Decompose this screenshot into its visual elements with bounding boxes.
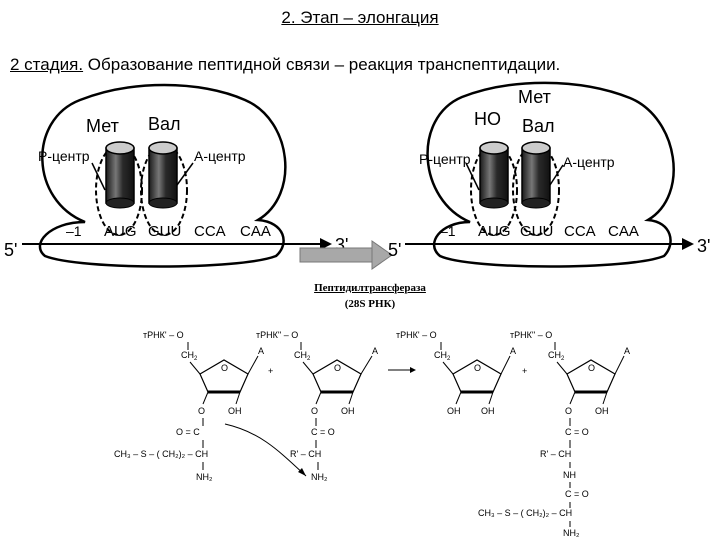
carbonyl-2: С = О [311,427,335,437]
adenine-1: А [258,346,264,356]
plus-sign-right: + [522,366,527,376]
mrna-arrow-left [320,238,332,250]
label-val-right: Вал [522,116,555,136]
trna-met-cylinder [105,141,135,209]
codon-3: CCA [194,223,226,240]
adenine-4: А [624,346,630,356]
r-prime-ch: R' – CH [290,449,321,459]
svg-text:О: О [565,406,572,416]
codon-2: GUU [148,223,181,240]
five-prime-left: 5' [4,240,17,260]
a-center-pointer-right [549,164,564,186]
molecule-deacylated-trna: тРНК' – О CH2 О А ОН ОН [396,330,516,416]
carbonyl-4a: С = О [565,427,589,437]
r-prime-ch-right: R' – CH [540,449,571,459]
svg-text:CH2: CH2 [548,350,565,362]
adenine-2: А [372,346,378,356]
transition-arrow [299,240,393,270]
five-prime-right: 5' [388,240,401,260]
svg-text:ОН: ОН [228,406,242,416]
svg-text:О: О [311,406,318,416]
label-val: Вал [148,114,181,134]
label-met: Мет [86,116,119,136]
p-center-pointer [91,162,106,191]
carbonyl-1: О = С [176,427,200,437]
codon-2-right: GUU [520,223,553,240]
enzyme-label: Пептидилтрансфераза (28S РНК) [0,282,720,310]
molecule-peptidyl-trna: тРНК' – О CH2 О А О ОН О = С CH₃ – S – (… [114,330,264,482]
nucleophilic-attack-arrow [224,423,307,477]
label-minus-one-right: –1 [440,223,456,239]
label-ho: НО [474,109,501,129]
trna-val-cylinder [148,141,178,209]
plus-sign-left: + [268,366,273,376]
met-side-chain: CH₃ – S – ( CH₂)₂ – CH [114,449,208,459]
codon-1-right: AUG [478,223,511,240]
molecule-aminoacyl-trna: тРНК'' – О CH2 О А О ОН С = О R' – CH NH… [256,330,378,482]
trna-empty-cylinder [479,141,509,209]
label-p-center: Р-центр [38,148,90,164]
label-a-center-right: А-центр [563,154,615,170]
svg-text:ОН: ОН [447,406,461,416]
label-p-center-right: Р-центр [419,151,471,167]
stage-description: Образование пептидной связи – реакция тр… [83,55,561,74]
nh2-2: NH₂ [311,472,328,482]
trna3-label: тРНК' – О [396,330,437,340]
trna1-label: тРНК' – О [143,330,184,340]
label-a-center: А-центр [194,148,246,164]
ribose-ring-2 [312,359,362,393]
nh2-4: NH₂ [563,528,580,538]
trna2-label: тРНК'' – О [256,330,298,340]
product-met-side-chain: CH₃ – S – ( CH₂)₂ – CH [478,508,572,518]
chemical-scheme: тРНК' – О CH2 О А О ОН О = С CH₃ – S – (… [114,330,630,538]
ribosome-right: НО Мет Вал Р-центр А-центр –1 AUG GUU CC… [388,81,710,268]
adenine-3: А [510,346,516,356]
svg-text:CH2: CH2 [294,350,311,362]
svg-text:ОН: ОН [341,406,355,416]
mrna-arrow-right [682,238,694,250]
svg-text:CH2: CH2 [434,350,451,362]
svg-text:О: О [588,363,595,373]
page-subtitle: 2 стадия. Образование пептидной связи – … [10,55,560,75]
svg-text:ОН: ОН [595,406,609,416]
svg-text:О: О [221,363,228,373]
nh-link: NH [563,470,576,480]
svg-text:О: О [334,363,341,373]
three-prime-right: 3' [697,236,710,256]
codon-3-right: CCA [564,223,596,240]
svg-text:О: О [198,406,205,416]
stage-label: 2 стадия. [10,55,84,74]
molecule-dipeptidyl-trna: тРНК'' – О CH2 О А О ОН С = О R' – CH NH… [478,330,630,538]
codon-4: CAA [240,223,271,240]
ribosome-left: Мет Вал Р-центр А-центр –1 AUG GUU CCA C… [4,83,348,268]
nh2-1: NH₂ [196,472,213,482]
label-minus-one: –1 [66,223,82,239]
trna4-label: тРНК'' – О [510,330,552,340]
trna-dipeptide-cylinder [521,141,551,209]
svg-text:О: О [474,363,481,373]
p-center-pointer-right [465,162,480,191]
ribose-ring-4 [566,359,616,393]
codon-4-right: CAA [608,223,639,240]
carbonyl-4b: С = О [565,489,589,499]
enzyme-name: Пептидилтрансфераза [314,282,426,294]
codon-1: AUG [104,223,137,240]
enzyme-rrna: (28S РНК) [344,298,396,310]
ribose-ring-3 [452,359,502,393]
svg-text:ОН: ОН [481,406,495,416]
a-center-pointer [176,162,194,186]
page-title: 2. Этап – элонгация [281,8,439,27]
label-met-right: Мет [518,87,551,107]
ch2-1: CH2 [181,350,198,362]
ribose-ring-1 [199,359,249,393]
